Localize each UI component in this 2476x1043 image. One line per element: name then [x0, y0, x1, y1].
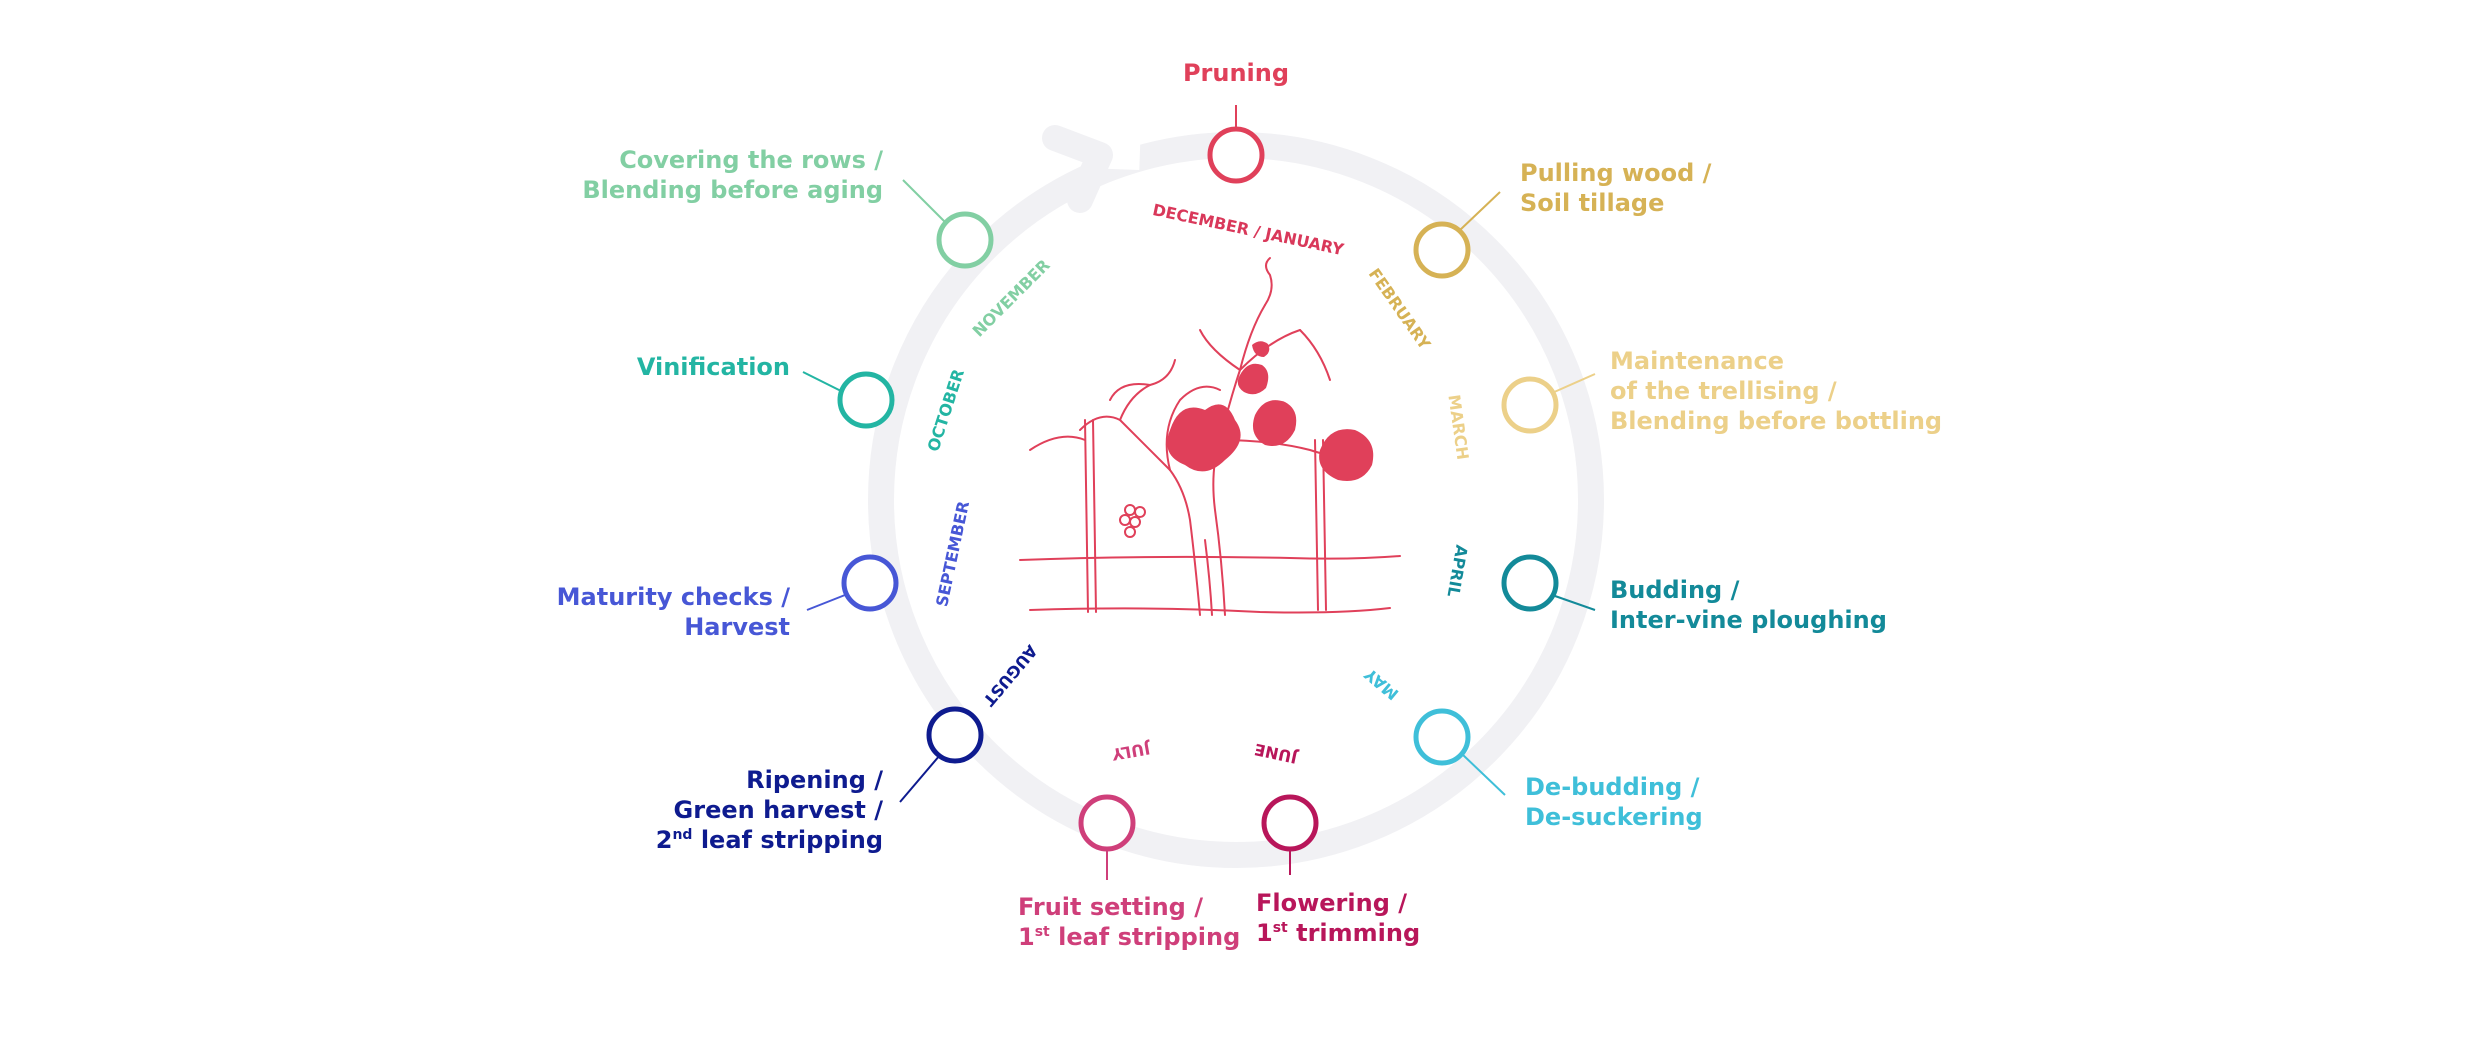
stage-label-ripening: Ripening /Green harvest /2nd leaf stripp…	[656, 765, 883, 855]
stage-vinification	[802, 371, 895, 429]
stage-marker-maintenance	[1501, 376, 1559, 434]
month-label: AUGUST	[979, 641, 1041, 710]
stage-marker-pruning	[1207, 126, 1265, 184]
stage-label-line: Covering the rows /	[619, 146, 883, 174]
stage-marker-flowering	[1261, 794, 1319, 852]
stage-label-de-budding: De-budding /De-suckering	[1525, 772, 1703, 832]
stage-budding	[1501, 554, 1596, 612]
stage-flowering	[1261, 794, 1319, 875]
stage-label-line: Maintenance	[1610, 347, 1785, 375]
stage-marker-pulling-wood	[1413, 221, 1471, 279]
stage-covering	[902, 179, 994, 269]
stage-label-line: Green harvest /	[673, 796, 883, 824]
stage-label-covering: Covering the rows /Blending before aging	[582, 145, 883, 205]
stage-label-budding: Budding /Inter-vine ploughing	[1610, 575, 1887, 635]
stage-label-fruit-setting: Fruit setting /1st leaf stripping	[1018, 892, 1240, 952]
stage-label-line: Budding /	[1610, 576, 1740, 604]
month-label: JULY	[1110, 739, 1152, 765]
stage-marker-vinification	[837, 371, 895, 429]
stage-de-budding	[1413, 708, 1506, 796]
stage-marker-budding	[1501, 554, 1559, 612]
stage-label-line: Pruning	[1182, 59, 1290, 87]
stage-label-line: Maturity checks /	[556, 583, 790, 611]
stage-label-line: 2nd leaf stripping	[655, 826, 883, 854]
stage-label-line: 1st leaf stripping	[1018, 923, 1241, 951]
stage-label-line: Ripening /	[746, 766, 883, 794]
stage-connector-line	[806, 594, 846, 611]
stage-marker-fruit-setting	[1078, 794, 1136, 852]
stage-marker-de-budding	[1413, 708, 1471, 766]
cycle-arrow-icon	[1042, 125, 1113, 213]
stage-connector-line	[902, 179, 946, 223]
stage-label-maturity: Maturity checks /Harvest	[557, 582, 790, 642]
month-label: DECEMBER / JANUARY	[1151, 200, 1346, 259]
month-label: FEBRUARY	[1365, 265, 1435, 353]
month-label: SEPTEMBER	[932, 499, 973, 608]
stage-marker-covering	[936, 211, 994, 269]
stage-label-line: Blending before bottling	[1610, 407, 1943, 435]
stage-label-line: Pulling wood /	[1520, 159, 1712, 187]
stage-marker-ripening	[926, 706, 984, 764]
month-label: MAY	[1360, 664, 1402, 703]
stage-label-line: Soil tillage	[1520, 189, 1665, 217]
stage-label-line: Harvest	[684, 613, 790, 641]
stage-ripening	[899, 706, 984, 803]
stage-connector-line	[802, 371, 844, 393]
stage-label-line: Vinification	[636, 353, 790, 381]
stage-marker-maturity	[841, 554, 899, 612]
stage-label-line: 1st trimming	[1256, 919, 1421, 947]
stage-label-line: De-suckering	[1525, 803, 1703, 831]
stage-label-pulling-wood: Pulling wood /Soil tillage	[1520, 158, 1711, 218]
stage-label-flowering: Flowering /1st trimming	[1256, 888, 1420, 948]
stage-label-line: De-budding /	[1525, 773, 1700, 801]
stage-label-vinification: Vinification	[637, 352, 790, 382]
stage-connector-line	[1554, 595, 1596, 611]
month-label: JUNE	[1253, 740, 1300, 768]
stage-maintenance	[1501, 373, 1596, 434]
stage-label-line: Flowering /	[1256, 889, 1408, 917]
month-label: OCTOBER	[924, 367, 968, 454]
stage-label-line: of the trellising /	[1610, 377, 1837, 405]
month-label: MARCH	[1444, 393, 1472, 461]
stage-connector-line	[1461, 753, 1506, 796]
stage-label-line: Inter-vine ploughing	[1610, 606, 1887, 634]
month-label: APRIL	[1443, 543, 1471, 598]
vine-leaves	[1167, 341, 1374, 481]
stage-label-pruning: Pruning	[1183, 58, 1289, 88]
stage-fruit-setting	[1078, 794, 1136, 880]
stage-maturity	[806, 554, 899, 612]
stage-pulling-wood	[1413, 191, 1501, 279]
stage-label-line: Blending before aging	[582, 176, 883, 204]
stage-connector-line	[1459, 191, 1501, 231]
stage-pruning	[1207, 105, 1265, 184]
stage-connector-line	[1551, 373, 1596, 394]
stage-label-line: Fruit setting /	[1018, 893, 1203, 921]
stage-connector-line	[899, 754, 941, 803]
